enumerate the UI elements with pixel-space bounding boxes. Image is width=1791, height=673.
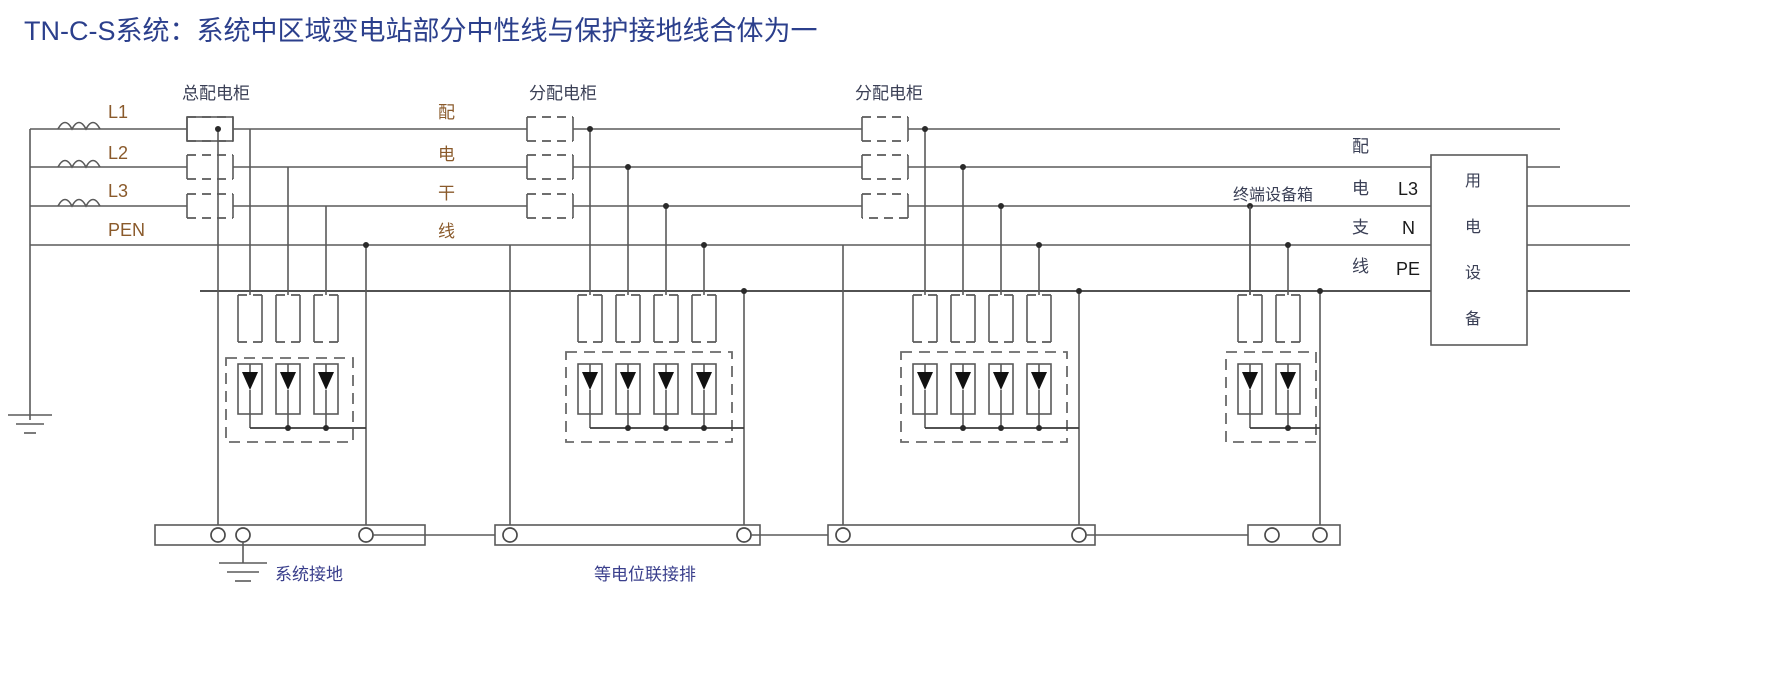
equipment-char-3: 设 — [1465, 264, 1481, 282]
spd-unit — [653, 363, 679, 428]
spd-fuse-box — [615, 294, 641, 343]
breaker-group-cabinet-1 — [186, 116, 234, 219]
breaker-box — [526, 116, 574, 142]
spd-unit — [237, 363, 263, 428]
spd-fuse-box — [1026, 294, 1052, 343]
spd-unit — [1275, 363, 1301, 428]
phase-label-r-n: N — [1402, 218, 1415, 238]
trunk-char-1: 配 — [438, 103, 455, 122]
spd-unit — [1237, 363, 1263, 428]
cabinet-title-main: 总配电柜 — [182, 84, 250, 103]
phase-label-l2: L2 — [108, 143, 128, 163]
spd-fuse-box — [275, 294, 301, 343]
phase-labels-left: L1 L2 L3 PEN — [108, 102, 145, 240]
spd-unit — [691, 363, 717, 428]
breaker-box — [186, 154, 234, 180]
phase-labels-right: L3 N PE — [1396, 179, 1420, 279]
bonding-bar-3 — [827, 524, 1255, 546]
bar-terminal — [1264, 527, 1280, 543]
spd-fuse-box — [691, 294, 717, 343]
cabinet-title-sub1: 分配电柜 — [529, 84, 597, 103]
phase-label-l3: L3 — [108, 181, 128, 201]
spd-fuse-box — [237, 294, 263, 343]
spd-unit — [615, 363, 641, 428]
trunk-char-3: 干 — [438, 184, 455, 203]
branch-char-1: 配 — [1352, 137, 1369, 156]
phase-label-r-pe: PE — [1396, 259, 1420, 279]
branch-char-4: 线 — [1352, 257, 1369, 276]
system-ground-label: 系统接地 — [275, 565, 343, 584]
spd-unit — [950, 363, 976, 428]
spd-group-terminal-box — [1225, 203, 1323, 540]
phase-label-pen: PEN — [108, 220, 145, 240]
cabinet-titles: 总配电柜 分配电柜 分配电柜 终端设备箱 — [182, 84, 1313, 204]
bar-terminal — [210, 527, 226, 543]
system-earth-icon — [219, 562, 267, 582]
spd-unit — [912, 363, 938, 428]
spd-fuse-box — [988, 294, 1014, 343]
spd-unit — [988, 363, 1014, 428]
spd-fuse-box — [577, 294, 603, 343]
spd-group-main-cabinet — [215, 126, 369, 540]
bar-terminal — [502, 527, 518, 543]
trunk-char-2: 电 — [438, 145, 455, 164]
bar-terminal — [358, 527, 374, 543]
bar-terminal — [736, 527, 752, 543]
bonding-bar-1: 系统接地 — [154, 524, 510, 584]
cabinet-title-terminal: 终端设备箱 — [1233, 186, 1313, 204]
spd-group-sub-cabinet-2 — [842, 126, 1082, 540]
spd-unit — [275, 363, 301, 428]
spd-unit — [313, 363, 339, 428]
branch-line-label: 配 电 支 线 — [1352, 137, 1369, 276]
bar-terminal — [1312, 527, 1328, 543]
spd-unit — [577, 363, 603, 428]
trunk-char-4: 线 — [438, 222, 455, 241]
breaker-group-cabinet-2 — [526, 116, 574, 219]
branch-char-2: 电 — [1352, 179, 1369, 198]
bar-terminal — [235, 527, 251, 543]
breaker-box — [861, 116, 909, 142]
breaker-box — [861, 193, 909, 219]
phase-label-l1: L1 — [108, 102, 128, 122]
spd-fuse-box — [950, 294, 976, 343]
spd-fuse-box — [912, 294, 938, 343]
inductor-coils — [57, 121, 101, 208]
spd-fuse-box — [653, 294, 679, 343]
spd-fuse-box — [1237, 294, 1263, 343]
breaker-box — [526, 154, 574, 180]
main-bus-lines — [29, 128, 1630, 420]
cabinet-title-sub2: 分配电柜 — [855, 84, 923, 103]
bonding-bar-2: 等电位联接排 — [494, 524, 843, 584]
bonding-bar-4 — [1247, 524, 1341, 546]
spd-group-sub-cabinet-1 — [509, 126, 747, 540]
breaker-group-cabinet-3 — [861, 116, 909, 219]
spd-unit — [1026, 363, 1052, 428]
spd-fuse-box — [1275, 294, 1301, 343]
equipment-box: 用 电 设 备 — [1430, 154, 1528, 346]
breaker-box — [186, 193, 234, 219]
breaker-box — [186, 116, 234, 142]
bonding-bar-label: 等电位联接排 — [594, 565, 696, 584]
trunk-line-label: 配 电 干 线 — [438, 103, 455, 241]
spd-fuse-box — [313, 294, 339, 343]
equipment-char-1: 用 — [1465, 173, 1481, 190]
source-earth-icon — [8, 414, 52, 434]
breaker-box — [526, 193, 574, 219]
equipment-char-4: 备 — [1465, 310, 1481, 328]
branch-char-3: 支 — [1352, 218, 1369, 237]
page-title: TN-C-S系统：系统中区域变电站部分中性线与保护接地线合体为一 — [24, 16, 817, 46]
breaker-box — [861, 154, 909, 180]
bar-terminal — [1071, 527, 1087, 543]
equipment-char-2: 电 — [1465, 218, 1481, 236]
bar-terminal — [835, 527, 851, 543]
phase-label-r-l3: L3 — [1398, 179, 1418, 199]
